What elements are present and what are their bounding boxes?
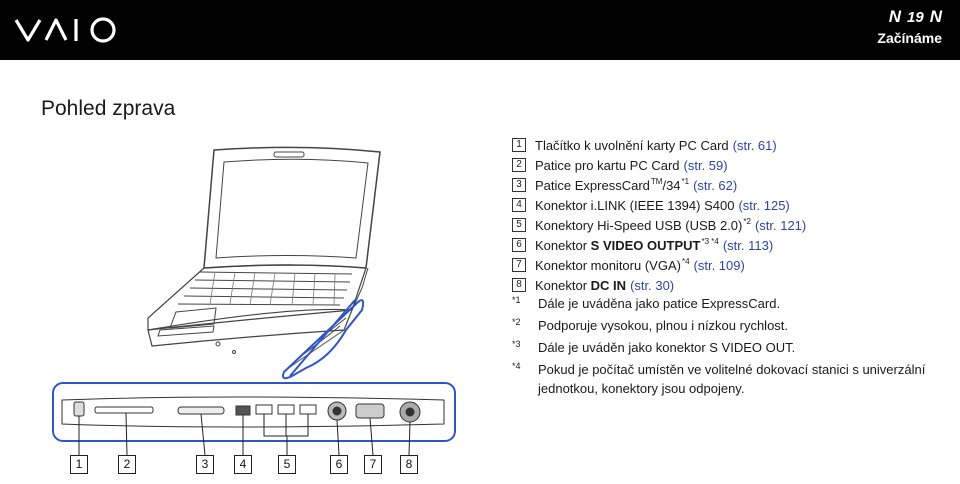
- callout-2: 2: [118, 455, 136, 474]
- page-reference-link[interactable]: (str. 62): [693, 178, 738, 193]
- item-number-box: 1: [512, 138, 526, 152]
- item-text: Tlačítko k uvolnění karty PC Card: [535, 137, 729, 153]
- footnote: *2 Podporuje vysokou, plnou i nízkou ryc…: [512, 316, 952, 335]
- previous-page-arrow[interactable]: N: [888, 7, 902, 26]
- page-number: 19: [907, 8, 924, 26]
- leader-lines: [78, 412, 411, 456]
- list-item: 4 Konektor i.LINK (IEEE 1394) S400(str. …: [512, 195, 952, 215]
- item-text-suffix: /34: [662, 178, 681, 193]
- list-item: 2 Patice pro kartu PC Card(str. 59): [512, 155, 952, 175]
- footnote-marker: *3: [512, 339, 521, 349]
- item-number-box: 5: [512, 218, 526, 232]
- footnote-mark: *3 *4: [701, 237, 719, 246]
- item-text: Konektor monitoru (VGA): [535, 258, 681, 273]
- callout-7: 7: [364, 455, 382, 474]
- item-text-bold: DC IN: [590, 277, 627, 293]
- footnote: *4 Pokud je počítač umístěn ve volitelné…: [512, 360, 952, 398]
- item-text: Patice ExpressCard: [535, 178, 650, 193]
- list-item: 3 Patice ExpressCardTM/34*1(str. 62): [512, 175, 952, 195]
- page-header: N 19 N Začínáme: [0, 0, 960, 60]
- item-text: Konektor: [535, 238, 588, 253]
- footnote-text: Dále je uváděna jako patice ExpressCard.: [538, 296, 781, 311]
- list-item: 8 Konektor DC IN(str. 30): [512, 275, 952, 295]
- footnote-marker: *1: [512, 295, 521, 305]
- footnote-mark: *1: [681, 177, 690, 186]
- item-text: Konektor: [535, 277, 588, 293]
- laptop-right-side-illustration: [52, 146, 456, 456]
- chapter-title: Začínáme: [877, 30, 942, 46]
- item-number-box: 3: [512, 178, 526, 192]
- page-title: Pohled zprava: [41, 97, 176, 120]
- footnote-text: Pokud je počítač umístěn ve volitelné do…: [538, 362, 926, 396]
- footnote-mark: *4: [681, 257, 690, 266]
- callout-5: 5: [278, 455, 296, 474]
- callout-3: 3: [196, 455, 214, 474]
- footnote: *1 Dále je uváděna jako patice ExpressCa…: [512, 294, 952, 313]
- page-reference-link[interactable]: (str. 113): [722, 238, 774, 253]
- footnote-marker: *2: [512, 317, 521, 327]
- item-text-bold: S VIDEO OUTPUT: [590, 238, 701, 253]
- side-strip: [61, 396, 445, 428]
- item-number-box: 8: [512, 278, 526, 292]
- page-reference-link[interactable]: (str. 59): [683, 157, 728, 173]
- footnote-text: Podporuje vysokou, plnou i nízkou rychlo…: [538, 318, 789, 333]
- zoom-frame: [52, 382, 456, 442]
- list-item: 7 Konektor monitoru (VGA)*4(str. 109): [512, 255, 952, 275]
- footnote-marker: *4: [512, 361, 521, 371]
- callout-4: 4: [234, 455, 252, 474]
- callout-1: 1: [70, 455, 88, 474]
- callout-6: 6: [330, 455, 348, 474]
- item-number-box: 4: [512, 198, 526, 212]
- footnote-text: Dále je uváděn jako konektor S VIDEO OUT…: [538, 340, 796, 355]
- trademark-mark: TM: [650, 177, 663, 186]
- page-reference-link[interactable]: (str. 30): [630, 277, 675, 293]
- vaio-logo: [14, 17, 116, 43]
- list-item: 5 Konektory Hi-Speed USB (USB 2.0)*2(str…: [512, 215, 952, 235]
- page-reference-link[interactable]: (str. 61): [732, 137, 777, 153]
- page-reference-link[interactable]: (str. 109): [693, 258, 745, 273]
- callout-8: 8: [400, 455, 418, 474]
- list-item: 1 Tlačítko k uvolnění karty PC Card(str.…: [512, 135, 952, 155]
- laptop-open-view: [147, 146, 381, 371]
- item-number-box: 6: [512, 238, 526, 252]
- list-item: 6 Konektor S VIDEO OUTPUT*3 *4(str. 113): [512, 235, 952, 255]
- component-list: 1 Tlačítko k uvolnění karty PC Card(str.…: [512, 135, 952, 295]
- item-number-box: 2: [512, 158, 526, 172]
- footnote: *3 Dále je uváděn jako konektor S VIDEO …: [512, 338, 952, 357]
- footnotes: *1 Dále je uváděna jako patice ExpressCa…: [512, 294, 952, 401]
- page-navigation: N 19 N: [889, 6, 942, 28]
- item-text: Patice pro kartu PC Card: [535, 157, 680, 173]
- item-number-box: 7: [512, 258, 526, 272]
- footnote-mark: *2: [743, 217, 751, 226]
- page-reference-link[interactable]: (str. 125): [738, 197, 790, 213]
- item-text: Konektor i.LINK (IEEE 1394) S400: [535, 197, 735, 213]
- item-text: Konektory Hi-Speed USB (USB 2.0): [535, 218, 743, 233]
- page-reference-link[interactable]: (str. 121): [754, 218, 807, 233]
- side-highlight-shape: [282, 299, 365, 380]
- next-page-arrow[interactable]: N: [929, 7, 942, 26]
